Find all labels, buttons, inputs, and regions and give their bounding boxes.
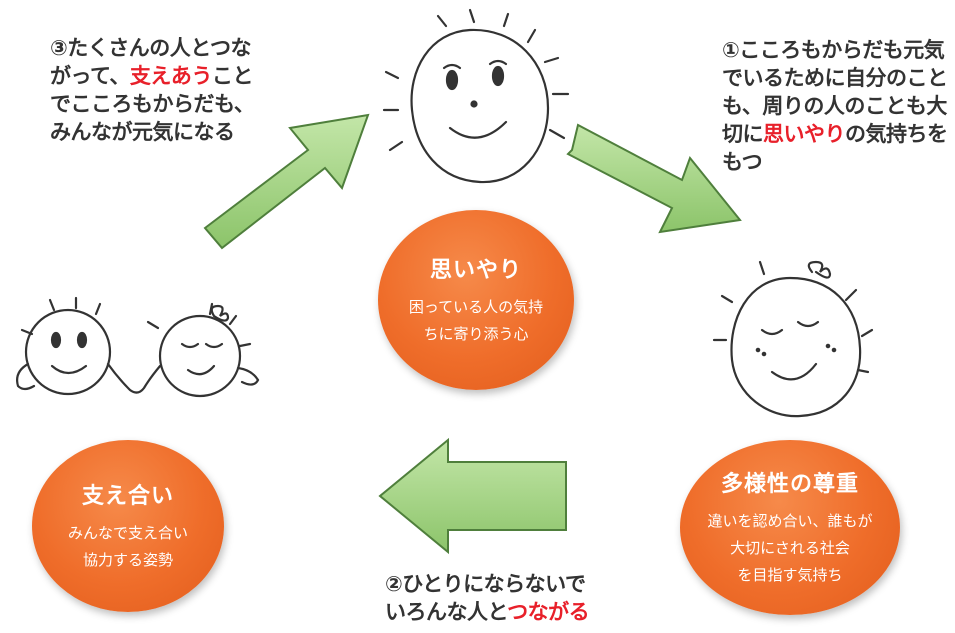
note-top-left: ③たくさんの人とつながって、支えあうことでこころもからだも、みんなが元気になる	[50, 34, 265, 146]
note-text: ことでこころもからだも、みんなが元気になる	[50, 64, 255, 144]
smiling-sun-face-icon	[382, 8, 570, 184]
circle-desc-line: 大切にされる社会	[730, 539, 850, 557]
note-text: ③たくさんの人とつながって、	[50, 36, 251, 88]
circle-desc-line: ちに寄り添う心	[423, 325, 529, 343]
circle-title: 多様性の尊重	[720, 472, 859, 497]
holding-hands-faces-icon	[16, 296, 260, 398]
circle-desc-line: を目指す気持ち	[737, 566, 843, 584]
sleeping-girl-face-icon	[712, 260, 874, 418]
sasaeai-circle: 支え合い みんなで支え合い 協力する姿勢	[32, 440, 224, 612]
note-bottom: ②ひとりにならないでいろんな人とつながる	[385, 570, 605, 626]
note-highlight: 支えあう	[129, 64, 213, 88]
circle-title: 支え合い	[81, 484, 174, 509]
circle-title: 思いやり	[429, 258, 522, 283]
note-text: ①こころもからだも元気でいるために自分のことも、周りの人のことも大切に	[722, 38, 948, 146]
circle-desc-line: 困っている人の気持	[408, 298, 544, 316]
tayousei-circle: 多様性の尊重 違いを認め合い、誰もが 大切にされる社会 を目指す気持ち	[680, 440, 900, 615]
note-highlight: つながる	[507, 600, 590, 624]
arrow-right-up-icon	[203, 113, 370, 250]
circle-desc-line: 協力する姿勢	[82, 551, 173, 569]
arrow-right-down-icon	[566, 123, 742, 234]
arrow-left-icon	[378, 437, 567, 555]
note-highlight: 思いやり	[763, 122, 846, 146]
note-top-right: ①こころもからだも元気でいるために自分のことも、周りの人のことも大切に思いやりの…	[722, 36, 954, 176]
circle-desc-line: みんなで支え合い	[67, 524, 188, 542]
note-text: ②ひとりにならないでいろんな人と	[385, 572, 586, 624]
omoiyari-circle: 思いやり 困っている人の気持 ちに寄り添う心	[378, 210, 574, 390]
note-text: の気持ちをもつ	[722, 122, 948, 174]
circle-desc-line: 違いを認め合い、誰もが	[707, 512, 873, 530]
